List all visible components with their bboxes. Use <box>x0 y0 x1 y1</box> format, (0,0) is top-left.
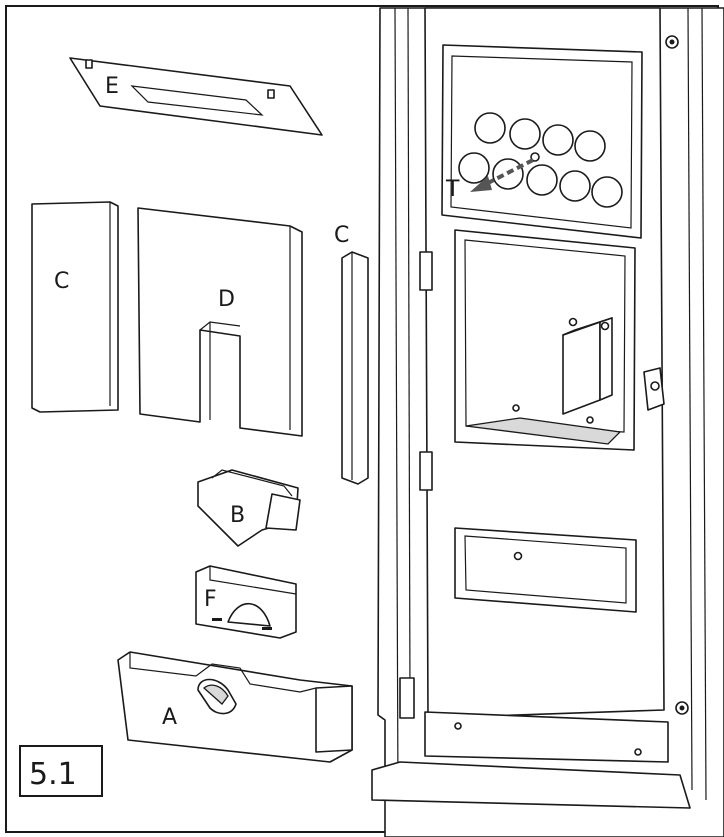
base-plinth <box>424 711 669 763</box>
stove-body: T <box>371 7 724 837</box>
base-plate <box>371 761 691 809</box>
lower-slot <box>454 527 637 613</box>
control-button[interactable] <box>542 124 574 156</box>
control-button[interactable] <box>591 176 623 208</box>
figure-number-box: 5.1 <box>19 745 103 797</box>
inner-bracket <box>512 317 613 424</box>
door-handle[interactable] <box>643 367 665 411</box>
control-buttons <box>458 112 623 208</box>
control-button[interactable] <box>559 170 591 202</box>
label-f: F <box>204 587 217 612</box>
control-button[interactable] <box>526 164 558 196</box>
label-c-right: C <box>334 223 349 248</box>
label-d: D <box>218 287 235 312</box>
label-e: E <box>105 74 119 99</box>
part-c-left-panel: C <box>31 201 119 413</box>
figure-number: 5.1 <box>29 757 77 792</box>
label-b: B <box>230 503 245 528</box>
label-t: T <box>445 177 460 202</box>
control-button[interactable] <box>574 130 606 162</box>
indicator-led <box>530 152 540 162</box>
control-button[interactable] <box>509 118 541 150</box>
part-a-ash-drawer: A <box>117 651 353 763</box>
hinge-bottom <box>399 677 415 719</box>
part-d-rear-panel: D <box>137 207 303 437</box>
label-a: A <box>162 705 177 730</box>
label-c-left: C <box>54 269 69 294</box>
hinge-upper <box>419 251 433 291</box>
control-button[interactable] <box>474 112 506 144</box>
hinge-lower <box>419 451 433 491</box>
t-arrow <box>470 158 534 192</box>
part-b-burn-pot: B <box>197 469 301 547</box>
control-button-t[interactable] <box>458 152 490 184</box>
part-e-baffle: E <box>69 57 323 136</box>
part-c-right-brick: C <box>334 223 369 485</box>
part-f-pot-holder: F <box>195 565 297 639</box>
